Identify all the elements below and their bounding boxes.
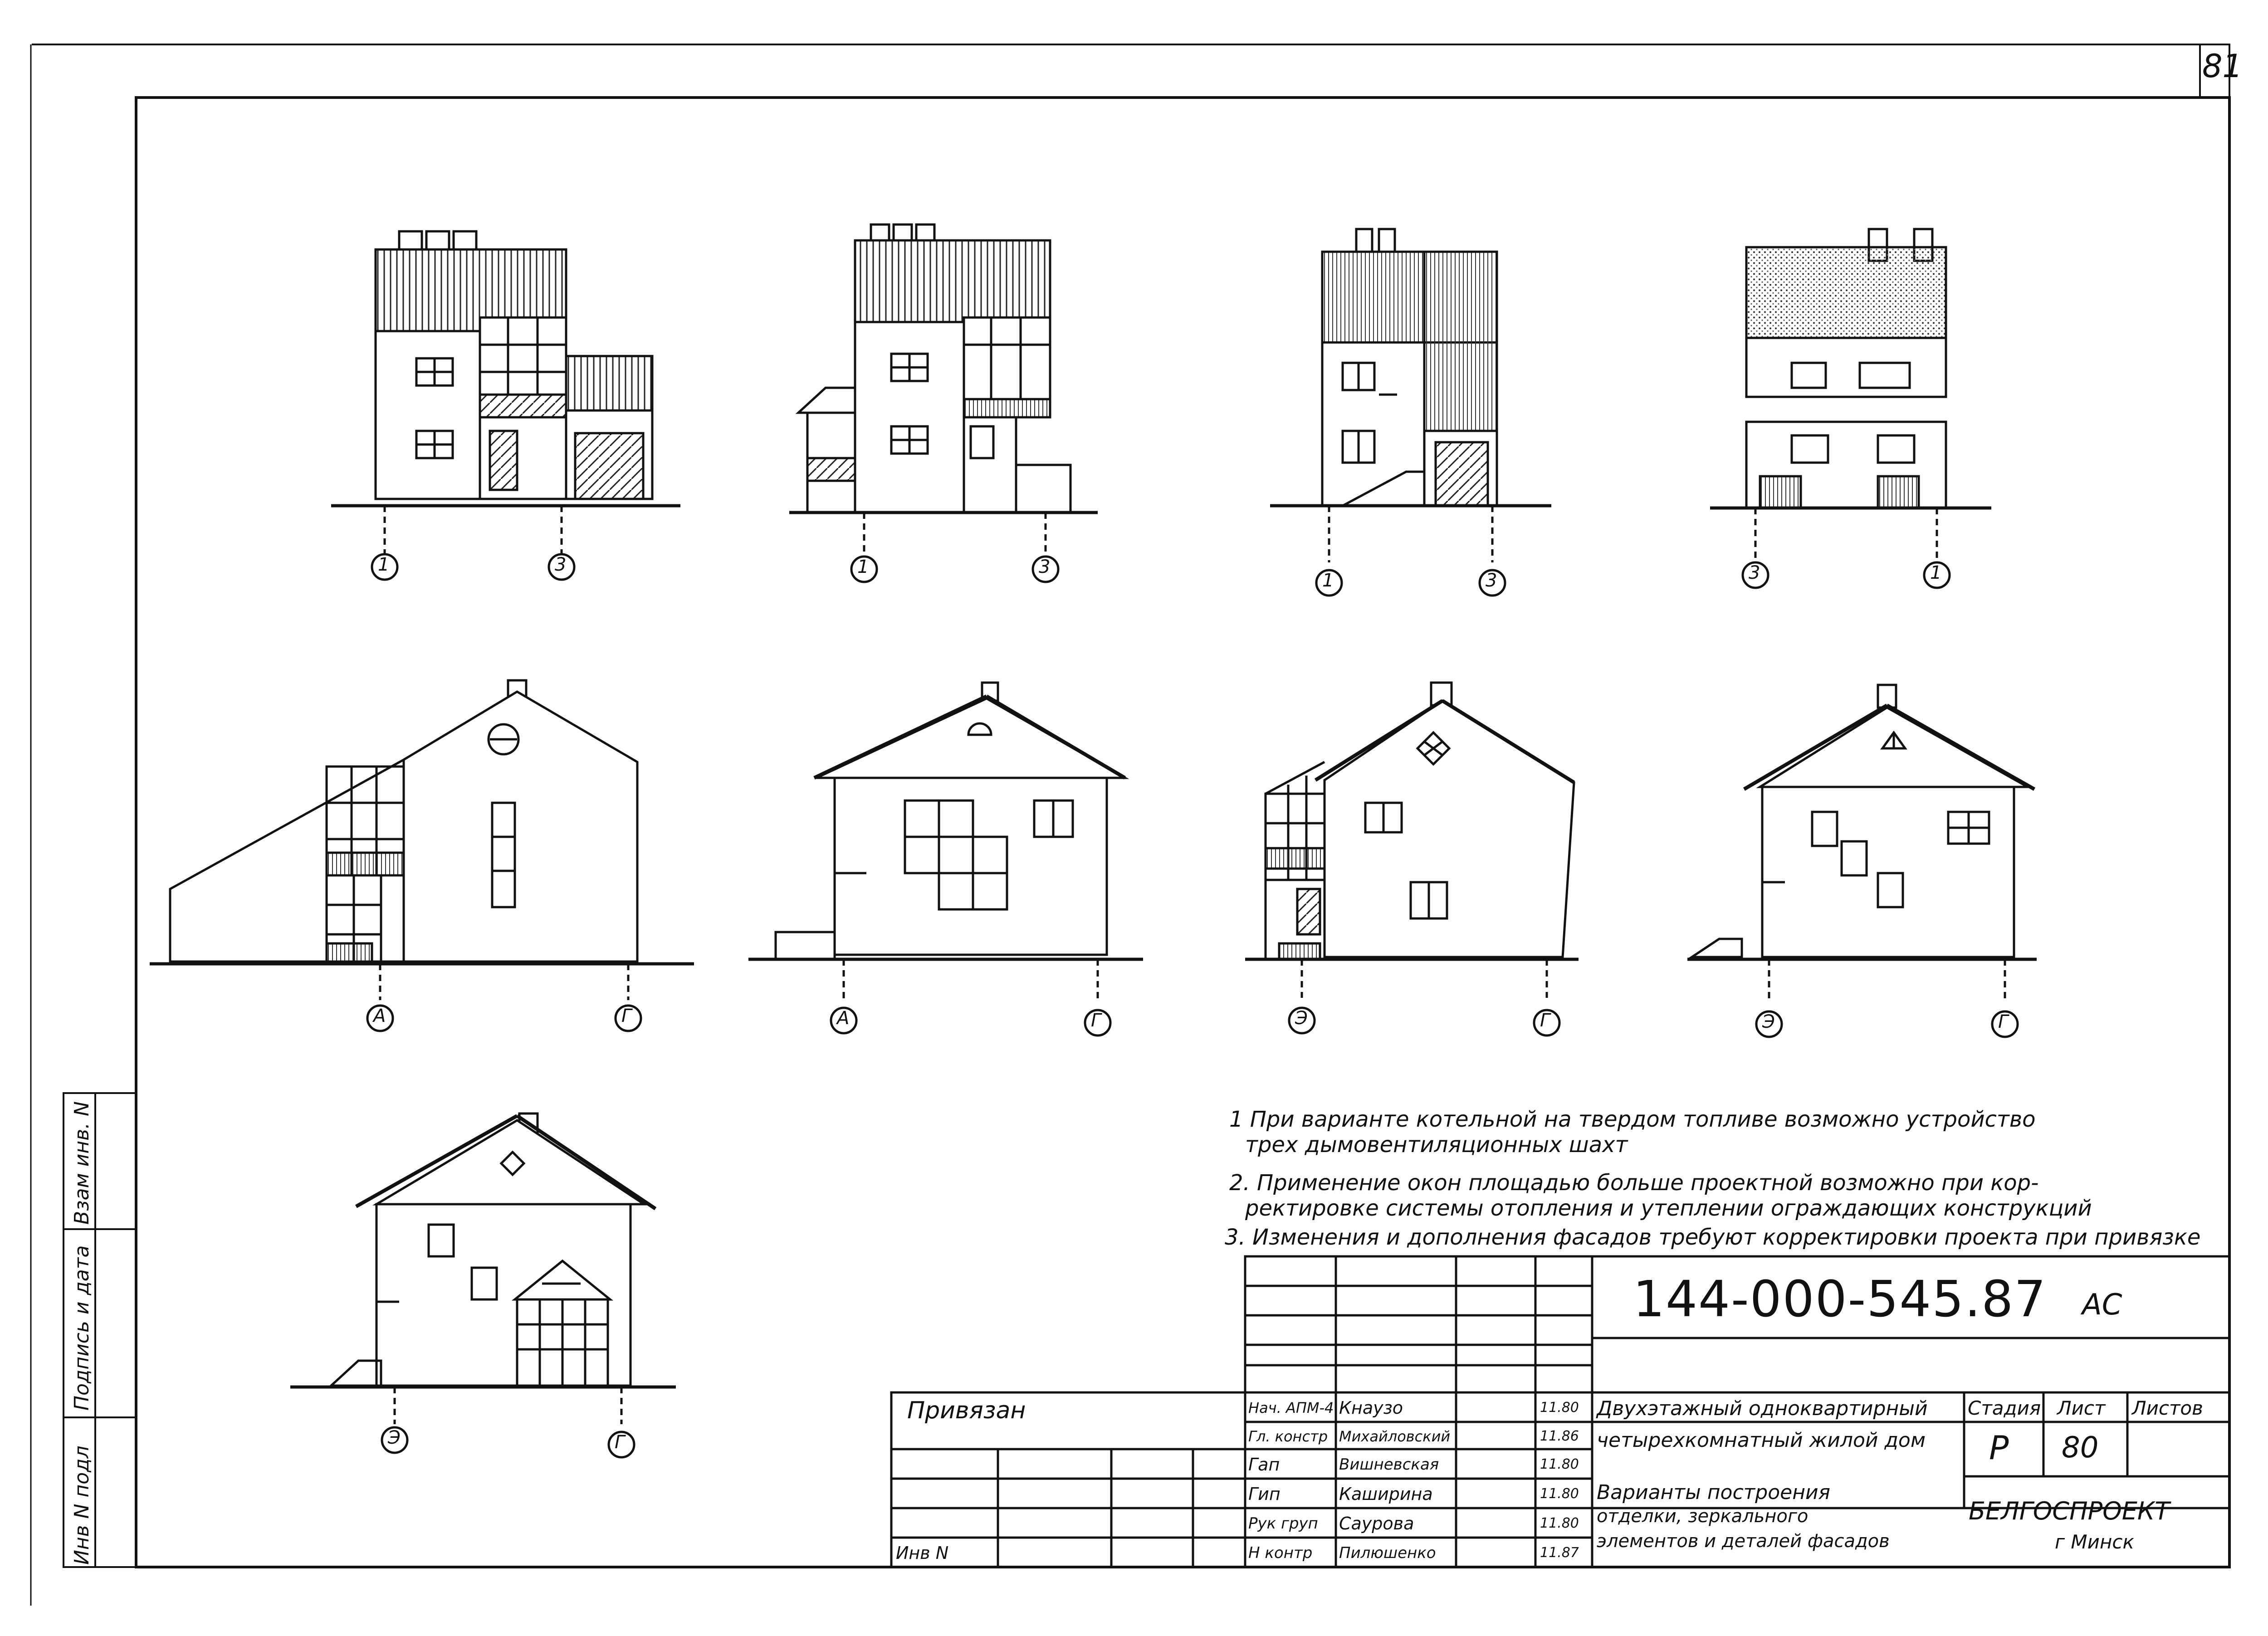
document-mark: АС xyxy=(2082,1288,2122,1322)
note-2: 2. Применение окон площадью больше проек… xyxy=(1229,1170,2039,1196)
object-name-line-2: четырехкомнатный жилой дом xyxy=(1597,1429,1926,1452)
sign-date: 11.80 xyxy=(1540,1515,1579,1531)
sheets-header: Листов xyxy=(2132,1397,2203,1419)
note-3: 3. Изменения и дополнения фасадов требую… xyxy=(1225,1225,2201,1250)
facade-2-3 xyxy=(1245,681,1579,998)
sheet-number: 80 xyxy=(2062,1431,2099,1465)
title-block-grid xyxy=(890,1255,2231,1568)
facade-1-2 xyxy=(789,223,1098,553)
object-name-line-1: Двухэтажный одноквартирный xyxy=(1597,1397,1928,1420)
person-name: Вишневская xyxy=(1339,1455,1439,1474)
role: Гип xyxy=(1248,1484,1281,1504)
axis-label: Г xyxy=(1998,1011,2009,1032)
side-stamp-vzam: Взам инв. N xyxy=(70,1101,93,1225)
stage-value: Р xyxy=(1989,1429,2009,1467)
document-code: 144-000-545.87 xyxy=(1633,1270,2047,1328)
organization-city: г Минск xyxy=(2055,1531,2134,1553)
axis-markers xyxy=(366,553,2019,1459)
facade-1-1 xyxy=(331,230,680,553)
sign-date: 11.86 xyxy=(1540,1428,1579,1444)
axis-label: Г xyxy=(1540,1010,1550,1031)
facade-2-1 xyxy=(150,679,694,1000)
role: Нач. АПМ-4 xyxy=(1248,1399,1334,1416)
side-stamp-podpis: Подпись и дата xyxy=(70,1245,93,1411)
axis-label: 1 xyxy=(378,554,390,575)
axis-label: Э xyxy=(388,1427,401,1448)
privyazan-inv-label: Инв N xyxy=(896,1543,949,1563)
person-name: Кнаузо xyxy=(1339,1398,1403,1418)
person-name: Саурова xyxy=(1339,1514,1414,1533)
facade-2-4 xyxy=(1687,684,2037,1000)
sign-date: 11.80 xyxy=(1540,1456,1579,1472)
axis-label: 3 xyxy=(555,554,567,575)
axis-label: А xyxy=(373,1006,386,1026)
axis-label: 3 xyxy=(1486,570,1497,591)
sheet-corner-number: 81 xyxy=(2202,48,2243,85)
sign-date: 11.80 xyxy=(1540,1400,1579,1416)
person-name: Каширина xyxy=(1339,1484,1433,1504)
facade-1-3 xyxy=(1270,228,1551,562)
axis-label: 1 xyxy=(1930,562,1942,583)
organization-name: БЕЛГОСПРОЕКТ xyxy=(1969,1497,2170,1525)
axis-label: 3 xyxy=(1039,557,1051,577)
axis-label: Э xyxy=(1762,1011,1775,1032)
axis-label: А xyxy=(837,1008,850,1029)
axis-label: Г xyxy=(615,1432,625,1453)
facade-1-4 xyxy=(1710,228,1991,562)
facade-2-2 xyxy=(748,681,1143,1000)
axis-label: Э xyxy=(1295,1008,1308,1029)
person-name: Пилюшенко xyxy=(1339,1544,1436,1562)
role: Н контр xyxy=(1248,1544,1313,1562)
side-stamp xyxy=(63,1092,137,1568)
side-stamp-inv: Инв N подл xyxy=(70,1446,93,1565)
role: Гап xyxy=(1248,1455,1280,1475)
privyazan-label: Привязан xyxy=(907,1397,1026,1424)
sheet-title-line-2: отделки, зеркального xyxy=(1597,1506,1809,1527)
axis-label: 1 xyxy=(857,557,869,577)
axis-label: 3 xyxy=(1749,562,1760,583)
sign-date: 11.80 xyxy=(1540,1486,1579,1502)
role: Гл. констр xyxy=(1248,1428,1328,1445)
facade-3-1 xyxy=(290,1112,676,1424)
stage-header: Стадия xyxy=(1968,1397,2041,1419)
sheet-header: Лист xyxy=(2057,1397,2106,1419)
axis-label: Г xyxy=(621,1006,632,1026)
axis-label: 1 xyxy=(1322,570,1334,591)
note-1: 1 При варианте котельной на твердом топл… xyxy=(1229,1107,2036,1132)
person-name: Михайловский xyxy=(1339,1428,1451,1445)
sign-date: 11.87 xyxy=(1540,1545,1579,1561)
note-1-cont: трех дымовентиляционных шахт xyxy=(1245,1132,1628,1157)
axis-label: Г xyxy=(1091,1010,1101,1031)
note-2-cont: ректировке системы отопления и утеплении… xyxy=(1245,1196,2092,1221)
role: Рук груп xyxy=(1248,1514,1318,1533)
sheet-title-line-1: Варианты построения xyxy=(1597,1481,1831,1504)
sheet-title-line-3: элементов и деталей фасадов xyxy=(1597,1531,1890,1552)
